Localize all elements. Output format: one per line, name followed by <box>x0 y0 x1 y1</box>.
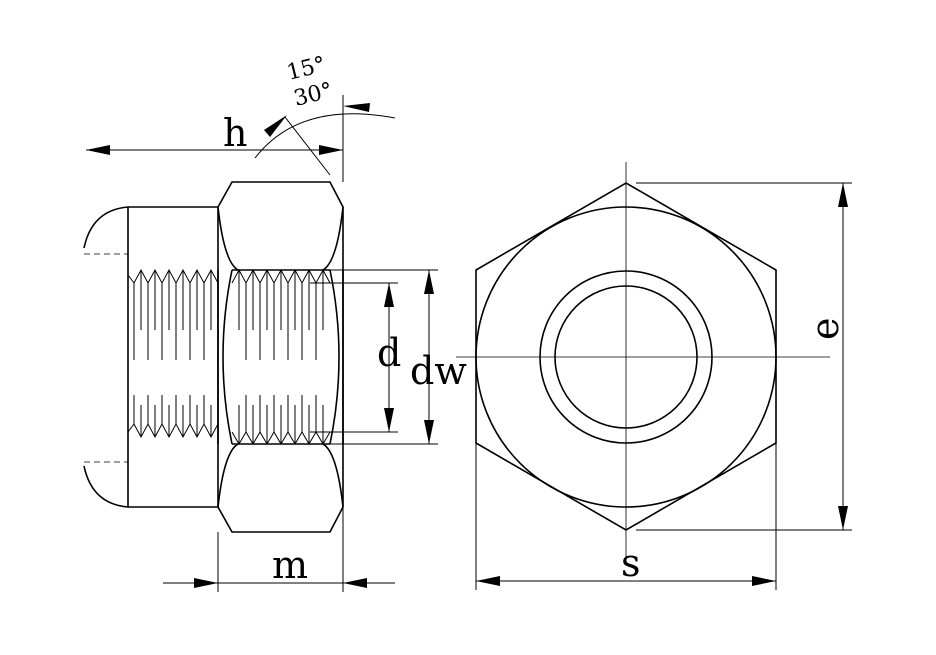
bolt-end-dashes <box>84 253 128 463</box>
s-label: s <box>621 541 641 585</box>
angle-arc <box>254 113 396 159</box>
nut-side-outline <box>217 181 344 533</box>
m-arrow-right <box>343 578 367 588</box>
dimension-angle: 15° 30° <box>254 52 396 176</box>
dw-arrow-top <box>424 270 434 294</box>
nut-inner-bulge <box>222 269 340 445</box>
h-arrow-left <box>86 145 110 155</box>
dw-arrow-bottom <box>424 420 434 444</box>
bolt-thread-lines <box>133 270 212 437</box>
d-extension-lines <box>310 282 398 433</box>
angle-arrow-left <box>264 115 287 137</box>
bolt-thread-bottom <box>127 422 219 439</box>
s-arrow-right <box>752 576 776 586</box>
dimension-dw: dw <box>330 269 467 445</box>
h-label: h <box>223 111 247 155</box>
angle-arrow-right <box>343 103 370 112</box>
dimension-h: h <box>86 95 344 182</box>
e-arrow-bottom <box>838 506 848 530</box>
dimension-d: d <box>310 282 401 433</box>
nut-thread-lines <box>238 270 324 444</box>
dimension-m: m <box>163 507 395 592</box>
dimension-s: s <box>475 443 777 590</box>
bolt-end-arc-bottom <box>83 465 129 508</box>
front-view <box>456 162 830 560</box>
side-view <box>83 181 344 533</box>
angle-leader <box>284 116 331 176</box>
bolt-thread-top <box>127 268 219 285</box>
dimension-e: e <box>636 182 852 531</box>
dw-extension-lines <box>330 269 438 445</box>
dw-label: dw <box>410 349 467 393</box>
s-arrow-left <box>476 576 500 586</box>
d-arrow-top <box>384 283 394 307</box>
bolt-end-arc-top <box>83 206 129 249</box>
e-extension-lines <box>636 182 852 531</box>
e-arrow-top <box>838 183 848 207</box>
nut-chamfer-bottom <box>217 443 344 508</box>
m-arrow-left <box>194 578 218 588</box>
d-arrow-bottom <box>384 408 394 432</box>
nut-chamfer-top <box>217 206 344 271</box>
d-label: d <box>377 331 401 375</box>
e-label: e <box>803 318 847 341</box>
m-label: m <box>272 543 308 587</box>
h-arrow-right <box>319 145 343 155</box>
